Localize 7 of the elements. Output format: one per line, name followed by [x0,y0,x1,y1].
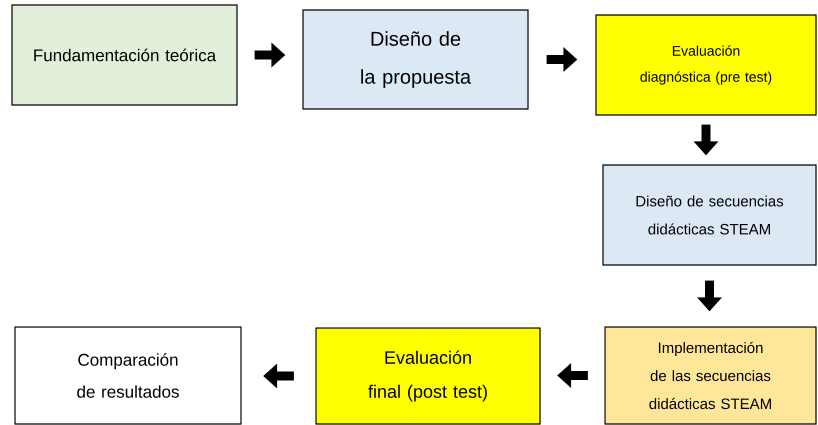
process-box: Diseño de la propuesta [302,9,529,110]
process-box: Evaluación diagnóstica (pre test) [595,14,817,116]
process-box: Comparación de resultados [14,326,242,425]
process-box: Implementación de las secuencias didácticas STEAM [604,326,817,425]
process-box: Evaluación final (post test) [315,327,541,425]
process-box: Fundamentación teórica [11,4,238,106]
process-box: Diseño de secuencias didácticas STEAM [602,164,817,266]
